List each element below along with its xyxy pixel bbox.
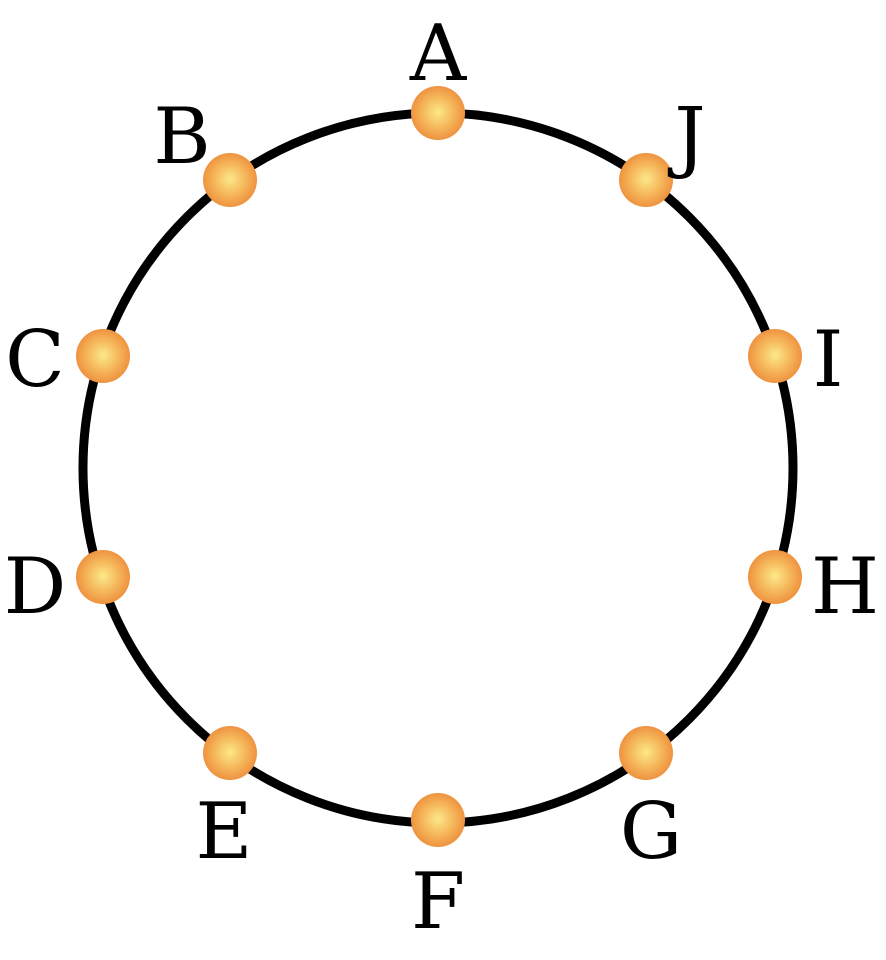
node-j: J (619, 92, 706, 207)
node-a-dot (411, 86, 465, 140)
node-d: D (4, 542, 130, 632)
node-i: I (748, 315, 843, 405)
node-a: A (409, 9, 468, 140)
node-c-label: C (5, 315, 65, 405)
node-d-label: D (4, 542, 67, 632)
node-c-dot (76, 329, 130, 383)
node-b-label: B (153, 92, 210, 182)
node-g-label: G (620, 787, 682, 877)
node-f: F (411, 793, 465, 947)
node-e-label: E (196, 787, 253, 877)
node-b-dot (203, 153, 257, 207)
node-e-dot (203, 726, 257, 780)
node-g-dot (619, 726, 673, 780)
node-i-dot (748, 329, 802, 383)
node-h: H (748, 542, 879, 632)
node-e: E (196, 726, 257, 877)
node-g: G (619, 726, 682, 877)
ring-circle (78, 108, 798, 828)
node-h-label: H (811, 542, 879, 632)
node-d-dot (76, 550, 130, 604)
node-j-label: J (667, 92, 705, 182)
node-c: C (5, 315, 130, 405)
node-h-dot (748, 550, 802, 604)
node-a-label: A (409, 9, 468, 99)
node-b: B (153, 92, 257, 207)
node-f-dot (411, 793, 465, 847)
node-i-label: I (813, 315, 844, 405)
node-j-dot (619, 153, 673, 207)
node-f-label: F (411, 857, 465, 947)
